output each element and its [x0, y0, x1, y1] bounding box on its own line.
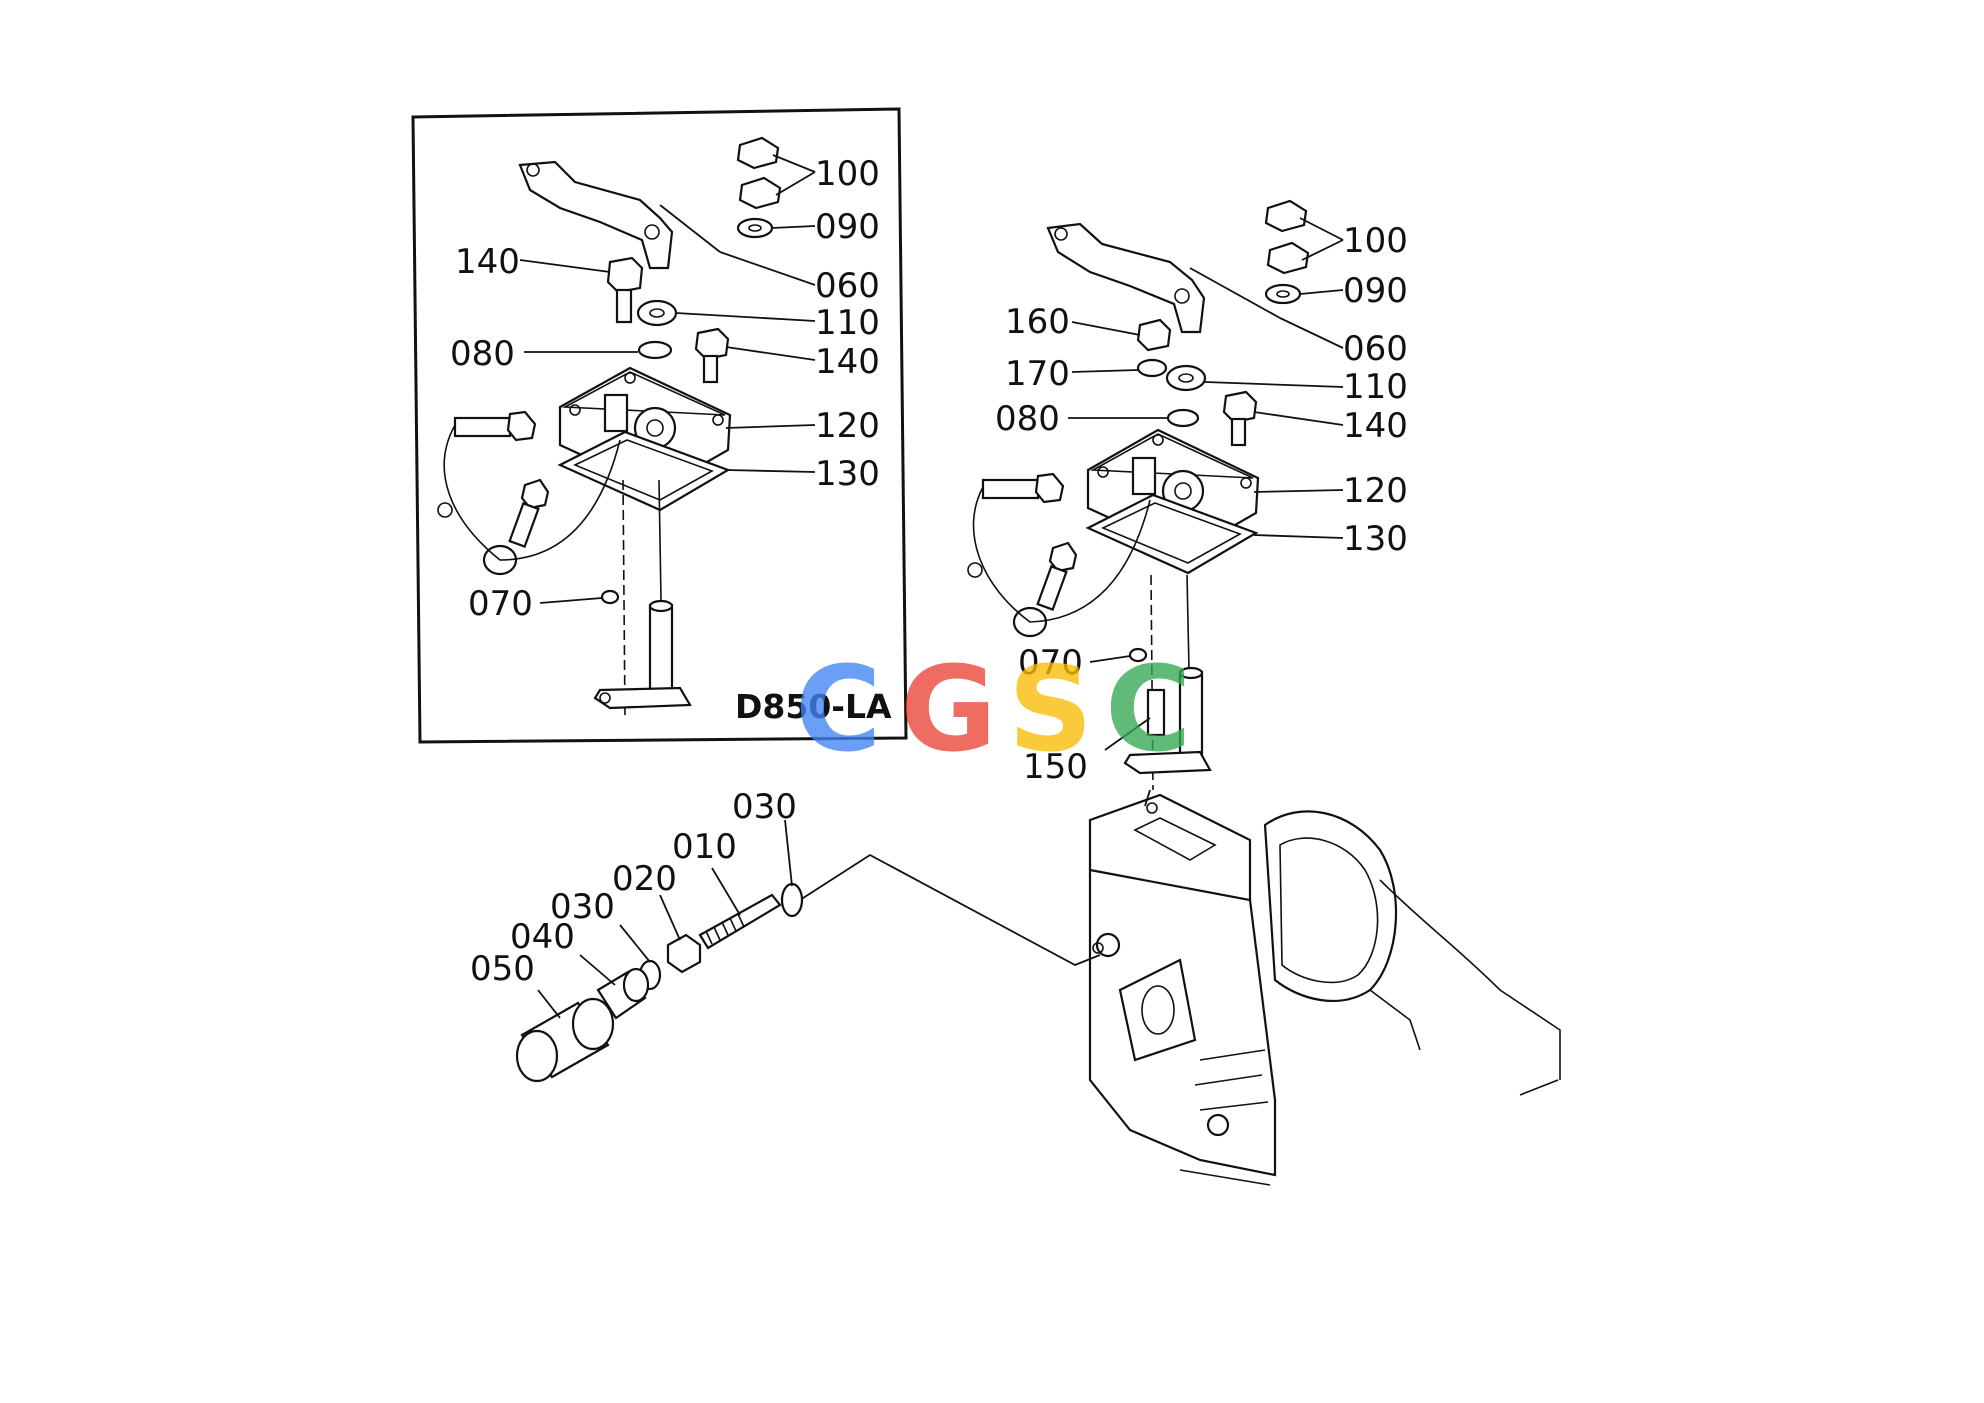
- inset-label-110: 110: [815, 303, 880, 343]
- main-label-170: 170: [1005, 354, 1070, 394]
- main-label-130: 130: [1343, 519, 1408, 559]
- inset-label-100: 100: [815, 154, 880, 194]
- watermark-letter-c1: C: [795, 640, 882, 778]
- screw-nut-020: [666, 933, 702, 974]
- washer-090: [736, 217, 774, 239]
- screw-label-030a: 030: [732, 787, 797, 827]
- screw-washer-030-right: [780, 882, 804, 918]
- main-gasket-130: [1085, 493, 1259, 575]
- inset-label-120: 120: [815, 406, 880, 446]
- main-label-070: 070: [1018, 643, 1083, 683]
- inset-label-140a: 140: [455, 242, 520, 282]
- main-spacer-110: [1165, 364, 1207, 392]
- main-washer-090: [1264, 283, 1302, 305]
- bolt-140-right: [694, 327, 730, 384]
- engine-block: [1088, 793, 1561, 1186]
- main-side-bolts: [967, 472, 1151, 638]
- inset-model-label: D850-LA: [735, 687, 892, 726]
- main-label-110: 110: [1343, 367, 1408, 407]
- inset-label-130: 130: [815, 454, 880, 494]
- inset-label-070: 070: [468, 584, 533, 624]
- inset-label-080: 080: [450, 334, 515, 374]
- screw-label-030b: 030: [550, 887, 615, 927]
- screw-assembly: 030 010 020 030 040 050: [470, 787, 1101, 1083]
- inset-label-140b: 140: [815, 342, 880, 382]
- main-label-060: 060: [1343, 329, 1408, 369]
- main-oring-080: [1166, 408, 1200, 428]
- watermark-letter-c2: C: [1105, 640, 1192, 778]
- inset-panel: 100 090 140 060 110 080 140 120 130 070 …: [411, 107, 908, 744]
- watermark-logo: C G S C: [795, 640, 1192, 778]
- side-bolts: [437, 410, 621, 576]
- screw-cap-050: [515, 997, 615, 1083]
- main-label-080: 080: [995, 399, 1060, 439]
- inset-frame: [411, 107, 908, 744]
- screw-label-010: 010: [672, 827, 737, 867]
- oring-080: [637, 340, 673, 360]
- screw-label-020: 020: [612, 859, 677, 899]
- main-nut-160: [1136, 318, 1172, 352]
- nut-pair: [736, 136, 782, 210]
- main-shaft-assembly: [1123, 574, 1212, 791]
- watermark-letter-s: S: [1008, 640, 1093, 778]
- main-label-090: 090: [1343, 271, 1408, 311]
- main-label-150: 150: [1023, 747, 1088, 787]
- screw-sleeve-040: [596, 967, 650, 1020]
- main-label-160: 160: [1005, 302, 1070, 342]
- main-nut-2: [1266, 241, 1310, 275]
- inset-label-090: 090: [815, 207, 880, 247]
- main-bolt-140: [1222, 390, 1258, 447]
- main-assembly: 100 090 160 060 170 110 080 140 120 130 …: [967, 199, 1561, 1186]
- screw-010: [698, 893, 782, 950]
- lever-arm: [518, 160, 721, 270]
- screw-label-050: 050: [470, 949, 535, 989]
- watermark-letter-g: G: [900, 640, 997, 778]
- inset-label-060: 060: [815, 266, 880, 306]
- main-label-140: 140: [1343, 406, 1408, 446]
- main-washer-170: [1136, 358, 1168, 378]
- main-lever-arm: [1046, 222, 1281, 334]
- spacer-110: [636, 299, 678, 327]
- main-nut-1: [1264, 199, 1308, 233]
- main-label-100: 100: [1343, 221, 1408, 261]
- main-label-120: 120: [1343, 471, 1408, 511]
- bolt-140-left: [606, 256, 644, 324]
- screw-label-040: 040: [510, 917, 575, 957]
- shaft-assembly: [593, 479, 692, 721]
